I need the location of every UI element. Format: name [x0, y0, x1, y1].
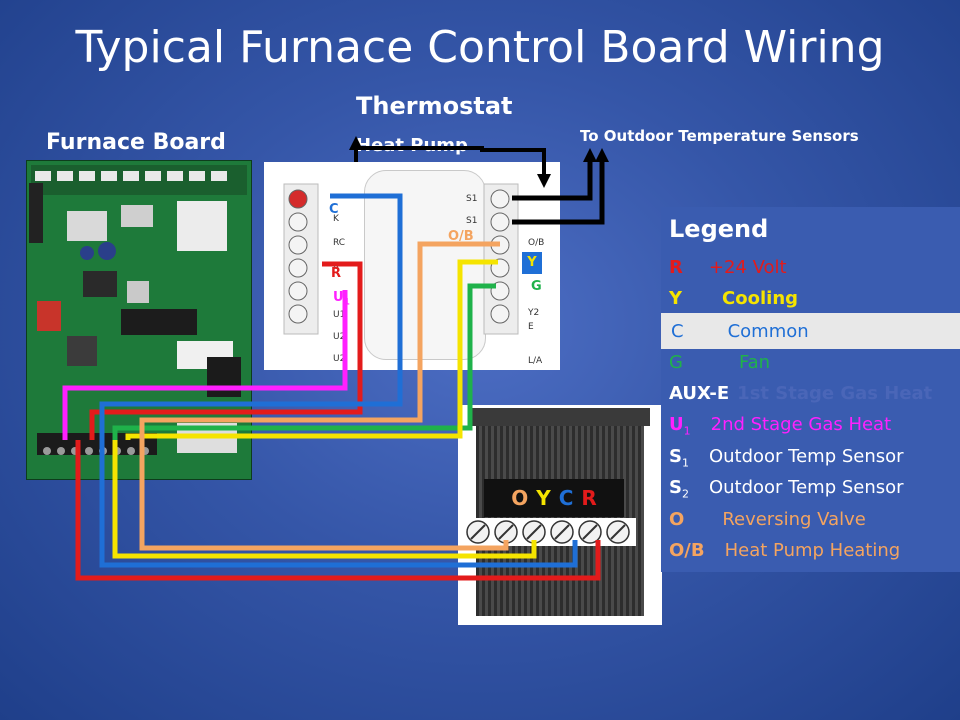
terminal-label-u1: U1 — [333, 310, 346, 320]
wire-blue-c — [99, 440, 578, 568]
wire-orange-ob-thermostat — [139, 241, 500, 440]
wire-label-g: G — [531, 279, 542, 294]
legend-common-highlight — [661, 313, 960, 349]
wire-label-ob: O/B — [448, 229, 474, 244]
wire-black-heat-pump — [354, 146, 546, 176]
legend-panel — [661, 207, 960, 572]
outdoor-terminal-r: R — [581, 486, 597, 510]
wire-red-r — [75, 440, 601, 581]
wire-label-u1: U1 — [333, 290, 350, 308]
wire-magenta-u1 — [62, 290, 348, 440]
terminal-label-e: E — [528, 322, 534, 332]
wire-yellow-y-thermostat — [125, 259, 498, 440]
wire-orange-ob — [139, 440, 509, 551]
thermostat-cover-outline — [364, 170, 486, 360]
wire-yellow-y — [112, 440, 537, 559]
terminal-label-y2: Y2 — [528, 308, 540, 318]
outdoor-terminal-labels: O Y C R — [484, 479, 624, 517]
terminal-label-la: L/A — [528, 356, 543, 366]
legend-title: Legend — [669, 215, 769, 243]
wire-blue-c-thermostat — [99, 193, 403, 440]
thermostat-title: Thermostat — [356, 92, 513, 120]
terminal-label-u2: U2 — [333, 332, 346, 342]
terminal-label-ob: O/B — [528, 238, 545, 248]
wire-black-s1-b — [512, 160, 605, 225]
outdoor-unit-top — [470, 408, 650, 426]
outdoor-unit-grille — [476, 418, 644, 616]
outdoor-terminal-y: Y — [536, 486, 551, 510]
wire-green-g — [112, 283, 496, 440]
terminal-label-s1a: S1 — [466, 194, 478, 204]
outdoor-sensors-label: To Outdoor Temperature Sensors — [580, 127, 859, 145]
heat-pump-label: Heat Pump — [356, 135, 468, 156]
outdoor-terminal-c: C — [558, 486, 574, 510]
wire-black-s1-a — [512, 160, 593, 201]
legend-item-r: R+24 Volt — [669, 257, 787, 278]
terminal-label-rc: RC — [333, 238, 346, 248]
wire-label-r: R — [331, 266, 342, 281]
outdoor-terminal-o: O — [511, 486, 529, 510]
wire-label-c: C — [329, 202, 339, 217]
terminal-label-s1b: S1 — [466, 216, 478, 226]
furnace-board-label: Furnace Board — [46, 130, 226, 155]
wire-label-y: Y — [522, 252, 542, 274]
terminal-label-u2b: U2 — [333, 354, 346, 364]
terminal-label-r: R — [333, 262, 340, 272]
terminal-label-k: K — [333, 214, 339, 224]
page-title: Typical Furnace Control Board Wiring — [75, 22, 885, 73]
wire-red-r-thermostat — [89, 261, 363, 440]
